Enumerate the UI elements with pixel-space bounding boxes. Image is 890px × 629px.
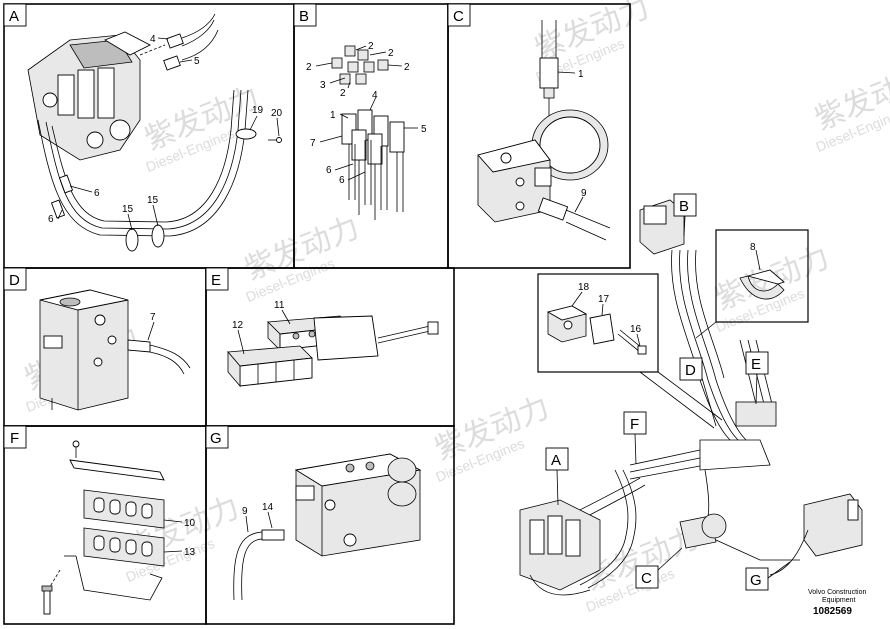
overview-tag-g: G [745,561,791,591]
detail-clamp-drawing [739,269,785,300]
panel-tag-a: A [3,3,27,27]
watermark-4: 紫发动力 Diesel-Engines [240,211,364,305]
callout-e-11: 11 [274,300,285,311]
callout-b-1: 1 [330,110,336,121]
detail-bracket-callouts: 18 17 16 [571,282,642,347]
panel-a-drawing [27,13,282,252]
callout-e-12: 12 [232,320,244,331]
callout-b-3: 3 [320,80,326,91]
callout-b-2-c: 2 [306,62,312,73]
callout-g-14: 14 [262,502,274,513]
callout-detail-18: 18 [578,282,590,293]
svg-text:D: D [9,272,20,289]
panel-letter-tags: A B C D E F G [3,3,471,449]
callout-b-2-e: 2 [340,88,346,99]
svg-text:E: E [211,272,221,289]
callout-d-7: 7 [150,312,156,323]
panel-tag-c: C [447,3,471,27]
panel-e-callouts: 11 12 [232,300,291,355]
panel-tag-d: D [3,267,27,291]
svg-text:A: A [551,452,561,469]
overview-tags: A B C D E F G [545,193,791,591]
panel-tag-b: B [293,3,317,27]
callout-a-5: 5 [194,56,200,67]
svg-text:G: G [750,572,762,589]
overview-tag-e: E [745,351,769,405]
callout-b-5: 5 [421,124,427,135]
panel-c-callouts: 1 9 [557,69,587,213]
callout-a-4: 4 [150,34,156,45]
callout-b-2-a: 2 [368,41,374,52]
svg-text:B: B [679,198,689,215]
svg-text:B: B [299,8,309,25]
panel-frame-g [205,425,455,625]
svg-text:F: F [10,430,19,447]
panel-g-callouts: 9 14 [242,502,274,533]
svg-text:A: A [9,8,19,25]
callout-a-15-left: 15 [122,204,134,215]
callout-a-6-upper: 6 [94,188,100,199]
watermark-3: 紫发动力 Diesel-Engines [810,61,890,155]
svg-text:D: D [685,362,696,379]
callout-b-2-b: 2 [388,48,394,59]
callout-g-9: 9 [242,506,248,517]
callout-b-6-b: 6 [339,175,345,186]
footer: Volvo Construction Equipment 1082569 [808,589,866,617]
callout-c-9: 9 [581,188,587,199]
callout-detail-16: 16 [630,324,642,335]
svg-text:C: C [641,570,652,587]
svg-text:F: F [630,416,639,433]
svg-text:C: C [453,8,464,25]
doc-number: 1082569 [813,606,852,617]
panel-tag-f: F [3,425,27,449]
callout-f-13: 13 [184,547,196,558]
watermark-7: 紫发动力 Diesel-Engines [430,391,554,485]
svg-text:G: G [210,430,222,447]
panel-tag-e: E [205,267,229,291]
svg-text:E: E [751,356,761,373]
panel-frame-c [447,3,631,269]
panel-g-drawing [233,453,422,601]
overview-tag-b: B [673,193,697,237]
panel-d-drawing [39,289,191,411]
overview-tag-f: F [623,411,647,465]
panel-d-callouts: 7 [147,312,156,341]
callout-b-6-a: 6 [326,165,332,176]
panel-a-callouts: 4 5 6 6 15 15 19 20 [48,34,283,231]
panel-f-drawing [41,440,165,615]
panel-tag-g: G [205,425,229,449]
panel-c-drawing [477,20,611,241]
panel-f-callouts: 10 13 [163,518,196,558]
callout-a-20: 20 [271,108,283,119]
overview-tag-d: D [679,357,717,427]
callout-a-15-right: 15 [147,195,159,206]
callout-b-2-d: 2 [404,62,410,73]
overview-tag-c: C [635,547,683,589]
callout-f-10: 10 [184,518,196,529]
callout-detail-8: 8 [750,242,756,253]
panel-e-drawing [227,315,439,388]
detail-frame-clamp [715,229,809,323]
detail-frame-bracket [537,273,659,373]
callout-detail-17: 17 [598,294,610,305]
panel-b-drawing [331,45,405,220]
footer-line-1: Volvo Construction [808,589,866,596]
detail-clamp-callouts: 8 [750,242,761,271]
callout-a-19: 19 [252,105,264,116]
watermark-5: 紫发动力 Diesel-Engines [710,241,834,335]
panel-b-callouts: 2 2 2 2 2 3 1 4 5 7 6 6 [306,41,427,186]
callout-b-7: 7 [310,138,316,149]
footer-line-2: Equipment [822,597,856,604]
detail-bracket-drawing [546,305,647,355]
panel-frames [3,3,809,625]
callout-b-4: 4 [372,90,378,101]
overview-tag-a: A [545,447,569,506]
callout-c-1: 1 [578,69,584,80]
watermark-1: 紫发动力 Diesel-Engines [140,81,264,175]
callout-a-6-lower: 6 [48,214,54,225]
